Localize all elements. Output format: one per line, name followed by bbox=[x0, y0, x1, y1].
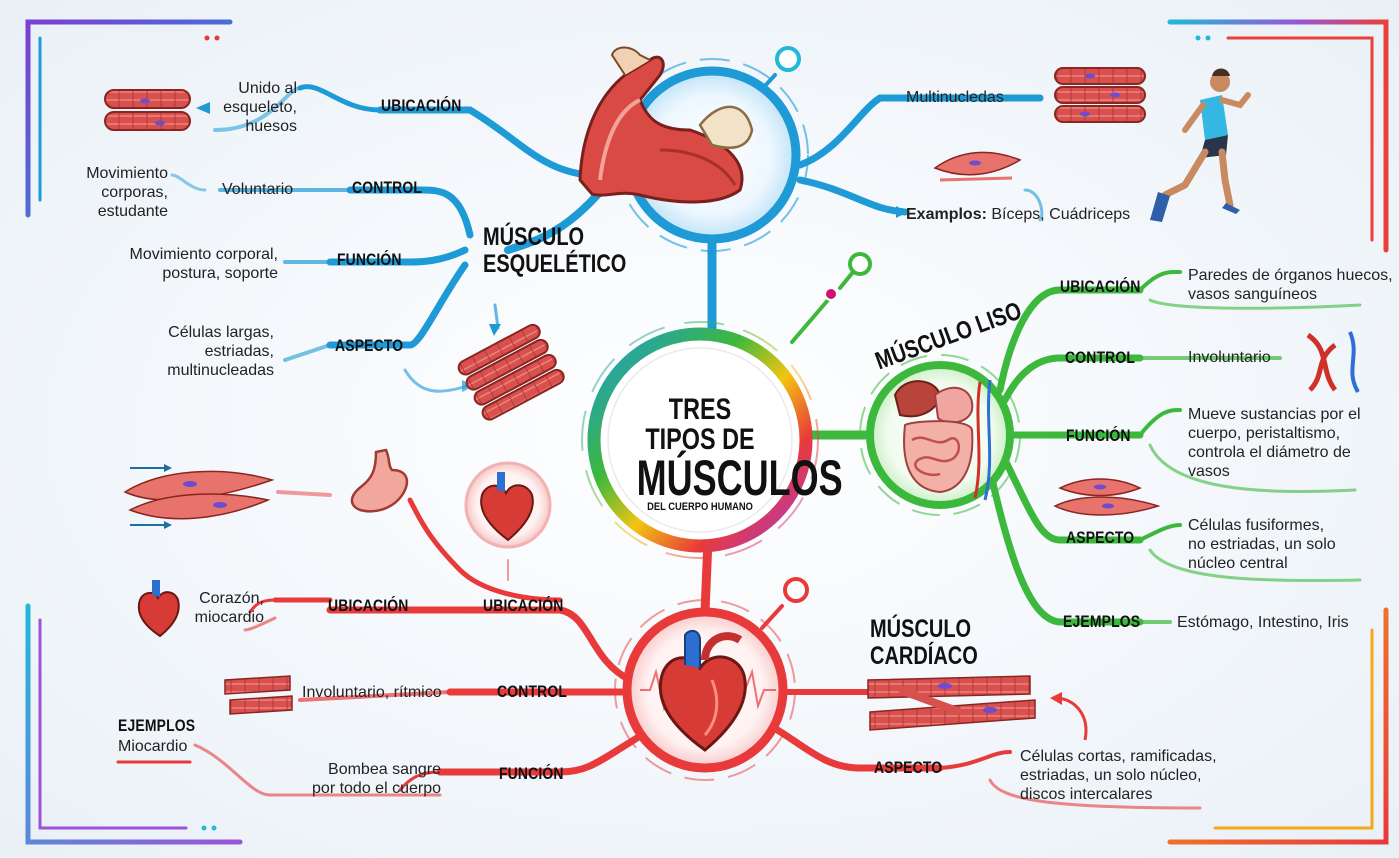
skeletal-control-label: CONTROL bbox=[352, 178, 422, 198]
muscle-fiber-icon bbox=[1055, 68, 1145, 122]
smooth-ubicacion-text: Paredes de órganos huecos, vasos sanguín… bbox=[1188, 266, 1393, 304]
skeletal-ubicacion-text: Unido al esqueleto, huesos bbox=[215, 79, 297, 136]
smooth-ubicacion-label: UBICACIÓN bbox=[1060, 277, 1140, 297]
blood-vessel-icon bbox=[1308, 332, 1358, 392]
heart-icon bbox=[466, 463, 550, 547]
cardiac-funcion-text: Bombea sangre por todo el cuerpo bbox=[300, 760, 441, 798]
skeletal-examples-value: Bíceps, Cuádriceps bbox=[991, 206, 1130, 223]
center-title: TRES TIPOS DE MÚSCULOS DEL CUERPO HUMANO bbox=[612, 395, 788, 513]
stomach-icon bbox=[352, 450, 407, 511]
muscle-fiber-icon bbox=[1055, 479, 1158, 515]
smooth-aspecto-text: Células fusiformes, no estriadas, un sol… bbox=[1188, 516, 1336, 573]
skeletal-control-extra: Movimiento corporas, estudante bbox=[60, 164, 168, 221]
cardiac-control-value: Involuntario, rítmico bbox=[302, 683, 442, 702]
smooth-aspecto-label: ASPECTO bbox=[1066, 528, 1134, 548]
smooth-funcion-text: Mueve sustancias por el cuerpo, peristal… bbox=[1188, 405, 1361, 481]
skeletal-funcion-label: FUNCIÓN bbox=[337, 250, 402, 270]
cardiac-aspecto-label: ASPECTO bbox=[874, 758, 942, 778]
skeletal-funcion-text: Movimiento corporal, postura, soporte bbox=[100, 245, 278, 283]
skeletal-title: MÚSCULO ESQUELÉTICO bbox=[483, 224, 626, 278]
muscle-fiber-icon bbox=[125, 464, 272, 529]
cardiac-funcion-label: FUNCIÓN bbox=[499, 764, 564, 784]
center-title-line2: MÚSCULOS bbox=[637, 453, 764, 503]
smooth-funcion-label: FUNCIÓN bbox=[1066, 426, 1131, 446]
skeletal-title-line1: MÚSCULO bbox=[483, 224, 626, 251]
cardiac-title: MÚSCULO CARDÍACO bbox=[870, 616, 978, 670]
cardiac-control-label: CONTROL bbox=[497, 682, 567, 702]
skeletal-title-line2: ESQUELÉTICO bbox=[483, 251, 626, 278]
cardiac-ejemplos-label: EJEMPLOS bbox=[118, 716, 195, 736]
smooth-ejemplos-value: Estómago, Intestino, Iris bbox=[1177, 613, 1349, 632]
skeletal-control-value: Voluntario bbox=[222, 180, 293, 199]
center-title-line1: TRES TIPOS DE bbox=[631, 395, 768, 455]
skeletal-examples-label: Examplos: bbox=[906, 206, 987, 223]
skeletal-ubicacion-label: UBICACIÓN bbox=[381, 96, 461, 116]
cardiac-ubicacion-text: Corazón, miocardio bbox=[180, 589, 264, 627]
runner-icon bbox=[1150, 69, 1248, 223]
muscle-fiber-icon bbox=[868, 676, 1035, 730]
cardiac-aspecto-text: Células cortas, ramificadas, estriadas, … bbox=[1020, 747, 1217, 804]
smooth-control-value: Involuntario bbox=[1188, 348, 1271, 367]
smooth-control-label: CONTROL bbox=[1065, 348, 1135, 368]
heart-icon bbox=[139, 580, 179, 636]
skeletal-aspecto-text: Células largas, estriadas, multinucleada… bbox=[150, 323, 274, 380]
center-subtitle: DEL CUERPO HUMANO bbox=[625, 501, 775, 513]
muscle-fiber-icon bbox=[105, 90, 190, 130]
cardiac-title-line2: CARDÍACO bbox=[870, 643, 978, 670]
skeletal-examples: Examplos: Bíceps, Cuádriceps bbox=[906, 205, 1130, 224]
cardiac-title-line1: MÚSCULO bbox=[870, 616, 978, 643]
skeletal-multinucleadas: Multinucledas bbox=[906, 88, 1004, 107]
smooth-ejemplos-label: EJEMPLOS bbox=[1063, 612, 1140, 632]
muscle-fiber-icon bbox=[456, 322, 566, 422]
skeletal-aspecto-label: ASPECTO bbox=[335, 336, 403, 356]
frame-top-right bbox=[1170, 22, 1386, 250]
muscle-fiber-icon bbox=[225, 676, 292, 714]
frame-bottom-right bbox=[1170, 610, 1386, 842]
cardiac-ejemplos-value: Miocardio bbox=[118, 737, 187, 756]
cardiac-ubicacion-top-label: UBICACIÓN bbox=[483, 596, 563, 616]
muscle-fiber-icon bbox=[935, 152, 1020, 180]
cardiac-ubicacion-label: UBICACIÓN bbox=[328, 596, 408, 616]
